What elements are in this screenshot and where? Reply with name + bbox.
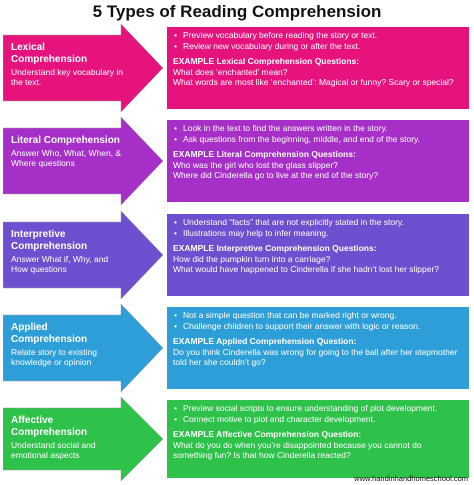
example-question: What do you do when you’re disappointed …: [173, 439, 422, 461]
info-box: Look in the text to find the answers wri…: [164, 117, 472, 205]
page-title: 5 Types of Reading Comprehension: [92, 2, 382, 21]
tip-item: Challenge children to support their answ…: [173, 321, 463, 332]
tip-item: Connect motive to plot and character dev…: [173, 414, 463, 425]
example-question: Do you think Cinderella was wrong for go…: [173, 346, 458, 368]
info-box: Understand “facts” that are not explicit…: [164, 211, 472, 299]
category-description: Relate story to existing knowledge or op…: [11, 347, 97, 367]
tip-item: Ask questions from the beginning, middle…: [173, 134, 463, 145]
category-title: Lexical Comprehension: [11, 42, 88, 65]
example-question: Where did Cinderella go to live at the e…: [173, 170, 379, 180]
example-question: What would have happened to Cinderella i…: [173, 264, 440, 274]
arrow-shape: [3, 24, 164, 112]
tip-item: Illustrations may help to infer meaning.: [173, 228, 463, 239]
info-box: Preview vocabulary before reading the st…: [164, 24, 472, 112]
tip-item: Preview social scripts to ensure underst…: [173, 403, 463, 414]
example-heading: EXAMPLE Applied Comprehension Question:: [173, 336, 357, 346]
tips-list: Preview social scripts to ensure underst…: [173, 403, 463, 424]
example-question: What words are most like ‘enchanted’: Ma…: [173, 77, 454, 87]
tips-list: Not a simple question that can be marked…: [173, 310, 463, 331]
tips-list: Preview vocabulary before reading the st…: [173, 30, 463, 51]
category-title: Interpretive Comprehension: [11, 229, 88, 252]
tips-list: Understand “facts” that are not explicit…: [173, 217, 463, 238]
example-question: How did the pumpkin turn into a carriage…: [173, 253, 331, 264]
example-heading: EXAMPLE Affective Comprehension Question…: [173, 429, 362, 439]
example-question: What does ‘enchanted’ mean?: [173, 66, 288, 77]
example-question: Who was the girl who lost the glass slip…: [173, 159, 338, 170]
tip-item: Not a simple question that can be marked…: [173, 310, 463, 321]
category-description: Answer Who, What, When, & Where question…: [11, 148, 122, 168]
example-heading: EXAMPLE Literal Comprehension Questions:: [173, 149, 356, 159]
arrow-shape: [3, 304, 164, 392]
arrow-shape: [3, 211, 164, 299]
category-title: Affective Comprehension: [11, 415, 88, 438]
category-description: Understand key vocabulary in the text.: [11, 67, 123, 87]
tips-list: Look in the text to find the answers wri…: [173, 123, 463, 144]
arrow-shape: [3, 117, 164, 205]
tip-item: Understand “facts” that are not explicit…: [173, 217, 463, 228]
info-box: Not a simple question that can be marked…: [164, 304, 472, 392]
category-title: Literal Comprehension: [11, 135, 120, 146]
arrow-shape: [3, 397, 164, 481]
tip-item: Review new vocabulary during or after th…: [173, 41, 463, 52]
tip-item: Preview vocabulary before reading the st…: [173, 30, 463, 41]
info-box: Preview social scripts to ensure underst…: [164, 397, 472, 481]
example-heading: EXAMPLE Interpretive Comprehension Quest…: [173, 243, 377, 253]
category-title: Applied Comprehension: [11, 322, 88, 345]
tip-item: Look in the text to find the answers wri…: [173, 123, 463, 134]
site-url: www.handinhandhomeschool.com: [354, 474, 468, 483]
category-description: Understand social and emotional aspects: [11, 440, 96, 460]
category-description: Answer What if, Why, and How questions: [11, 254, 109, 274]
example-heading: EXAMPLE Lexical Comprehension Questions:: [173, 56, 360, 66]
